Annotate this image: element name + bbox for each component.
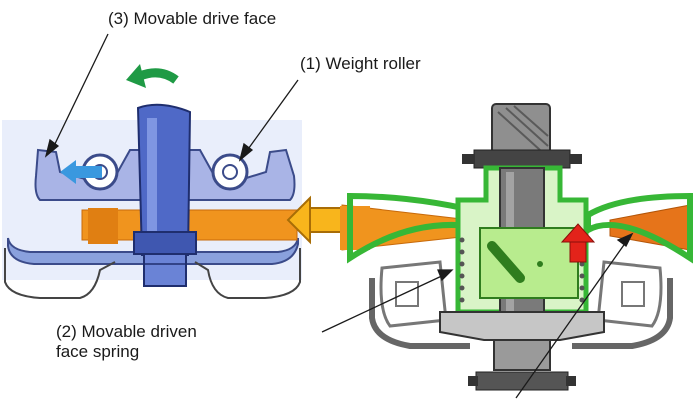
driven-belt-edge: [340, 206, 370, 250]
collar-stub-left: [462, 154, 474, 164]
blue-motion-arrow: [60, 160, 102, 184]
collar-stub-right: [570, 154, 582, 164]
gear-collar: [473, 149, 571, 169]
crankshaft-highlight: [147, 118, 157, 248]
cam-guide-pin: [487, 241, 525, 283]
driven-pulley-assembly: [340, 103, 693, 391]
shaft-collar: [133, 231, 197, 255]
bottom-stub-right: [566, 376, 576, 386]
label-spring-line1: (2) Movable driven: [56, 322, 197, 341]
drive-pulley-assembly: [2, 64, 302, 299]
driven-bottom-collar: [475, 371, 569, 391]
driven-face-spring-left: [459, 237, 465, 303]
rotation-arrow: [126, 64, 179, 88]
clutch-housing: [369, 278, 673, 349]
label-movable-drive-face: (3) Movable drive face: [108, 9, 277, 28]
driven-lower-bracket: [439, 311, 605, 341]
drive-lower-housing: [4, 248, 301, 299]
weight-roller-right-hub: [222, 164, 238, 180]
shaft-nut: [143, 253, 187, 287]
cam-pin-dot: [537, 261, 543, 267]
gear-teeth: [497, 105, 549, 151]
clutch-shoe-right: [596, 260, 663, 328]
leader-lines: [44, 33, 634, 399]
drive-belt-left: [88, 208, 118, 244]
red-motion-arrow: [560, 223, 596, 263]
label-weight-roller: (1) Weight roller: [300, 54, 421, 73]
shoe-pad-right: [621, 281, 645, 307]
bottom-stub-left: [468, 376, 478, 386]
driven-nut: [493, 339, 551, 371]
label-movable-driven-face-spring: (2) Movable driven face spring: [56, 322, 197, 362]
fixed-drive-face: [7, 237, 299, 265]
shoe-pad-left: [395, 281, 419, 307]
torque-cam-sleeve: [479, 227, 579, 299]
label-spring-line2: face spring: [56, 342, 140, 361]
clutch-shoe-left: [379, 260, 448, 328]
